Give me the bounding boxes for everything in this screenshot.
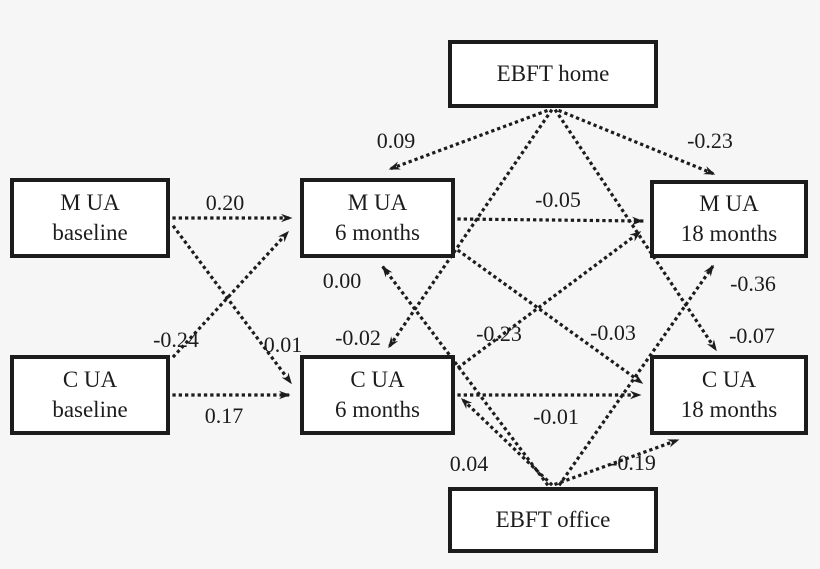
coefficient-ebft-office--m-ua-6-months: 0.00 — [322, 268, 362, 293]
path-arrow-m-ua-baseline--c-ua-6-months — [171, 224, 294, 386]
path-arrow-ebft-office--m-ua-6-months — [380, 264, 550, 487]
node-m-ua-6-months-label-line-1: M UA — [347, 190, 408, 216]
node-ebft-office: EBFT office — [448, 487, 658, 553]
node-ebft-home-label-line-1: EBFT home — [496, 61, 610, 87]
node-c-ua-6-months-label-line-1: C UA — [350, 367, 405, 393]
coefficient-ebft-office--c-ua-6-months: 0.04 — [449, 451, 489, 476]
path-arrow-ebft-office--c-ua-18-months — [553, 437, 681, 487]
node-c-ua-18-months-label-line-1: C UA — [701, 367, 757, 393]
coefficient-ebft-home--c-ua-6-months: -0.02 — [335, 325, 381, 350]
path-arrow-ebft-home--c-ua-6-months — [386, 108, 554, 350]
coefficient-m-ua-6-months--m-ua-18-months: -0.05 — [535, 187, 581, 212]
coefficient-ebft-office--c-ua-18-months: -0.19 — [610, 450, 656, 475]
node-c-ua-baseline: C UA baseline — [10, 355, 170, 435]
coefficient-ebft-home--m-ua-18-months: -0.23 — [687, 128, 733, 153]
node-ebft-home: EBFT home — [448, 40, 658, 108]
node-c-ua-6-months: C UA 6 months — [300, 355, 455, 435]
path-arrow-ebft-home--m-ua-18-months — [557, 108, 717, 177]
coefficient-m-ua-6-months--c-ua-18-months: -0.03 — [590, 320, 636, 345]
node-m-ua-18-months: M UA 18 months — [650, 180, 808, 258]
coefficient-ebft-home--m-ua-6-months: 0.09 — [376, 128, 416, 153]
node-c-ua-6-months-label-line-2: 6 months — [335, 397, 420, 422]
coefficient-c-ua-6-months--c-ua-18-months: -0.01 — [533, 404, 579, 429]
coefficient-m-ua-baseline--c-ua-6-months: 0.01 — [263, 332, 303, 357]
node-ebft-office-label-line-1: EBFT office — [495, 507, 611, 533]
coefficient-ebft-office--m-ua-18-months: -0.36 — [730, 271, 776, 296]
path-arrow-ebft-office--m-ua-18-months — [557, 263, 716, 487]
node-m-ua-18-months-label-line-1: M UA — [699, 191, 759, 217]
path-arrow-m-ua-6-months--c-ua-18-months — [456, 248, 645, 386]
path-arrow-ebft-home--c-ua-18-months — [553, 108, 719, 353]
coefficient-ebft-home--c-ua-18-months: -0.07 — [729, 323, 775, 348]
node-m-ua-18-months-label-line-2: 18 months — [680, 221, 778, 246]
coefficient-m-ua-baseline--m-ua-6-months: 0.20 — [205, 190, 245, 215]
path-arrow-ebft-office--c-ua-6-months — [459, 396, 554, 487]
path-arrow-m-ua-6-months--m-ua-18-months — [457, 216, 644, 226]
coefficient-c-ua-6-months--m-ua-18-months: -0.23 — [476, 321, 522, 346]
node-m-ua-baseline: M UA baseline — [10, 178, 170, 258]
node-c-ua-18-months-label-line-2: 18 months — [680, 397, 778, 422]
node-m-ua-6-months-label-line-2: 6 months — [335, 220, 420, 245]
path-arrow-c-ua-6-months--m-ua-18-months — [456, 229, 643, 370]
node-c-ua-baseline-label-line-1: C UA — [62, 367, 118, 393]
coefficient-c-ua-baseline--c-ua-6-months: 0.17 — [204, 403, 244, 428]
node-m-ua-baseline-label-line-1: M UA — [60, 190, 120, 216]
node-m-ua-6-months: M UA 6 months — [300, 178, 455, 258]
node-c-ua-18-months: C UA 18 months — [650, 355, 808, 435]
node-m-ua-baseline-label-line-2: baseline — [52, 220, 128, 245]
path-arrow-ebft-home--m-ua-6-months — [387, 108, 549, 172]
node-c-ua-baseline-label-line-2: baseline — [52, 397, 128, 422]
coefficient-c-ua-baseline--m-ua-6-months: -0.24 — [153, 327, 199, 352]
